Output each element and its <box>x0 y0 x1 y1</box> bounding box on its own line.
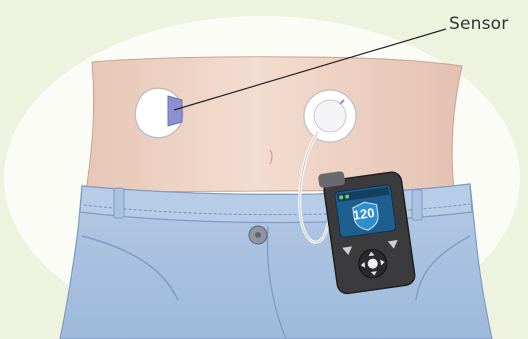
jeans-button-icon <box>249 226 267 244</box>
sensor-patch-icon <box>135 88 183 137</box>
belt-loop <box>412 190 422 220</box>
infusion-site-icon <box>304 90 356 142</box>
belt-loop <box>114 188 124 218</box>
sensor-callout-label: Sensor <box>449 14 508 34</box>
glucose-reading: 120 <box>352 205 376 223</box>
